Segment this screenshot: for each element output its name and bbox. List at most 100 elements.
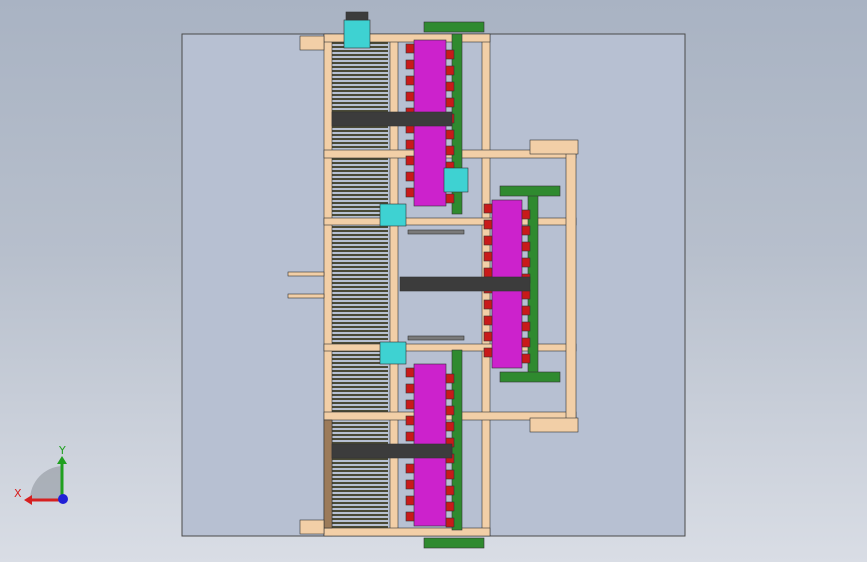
roller-tooth xyxy=(405,479,415,490)
blade xyxy=(332,470,388,472)
roller-tooth xyxy=(445,389,455,400)
blade xyxy=(332,458,388,460)
rail-cap xyxy=(423,21,485,33)
blade xyxy=(332,78,388,80)
roller-tooth xyxy=(405,187,415,198)
roller-tooth xyxy=(483,347,493,358)
blade xyxy=(332,70,388,72)
blade xyxy=(332,442,388,444)
blade xyxy=(332,334,388,336)
blade xyxy=(332,62,388,64)
blade xyxy=(332,494,388,496)
blade xyxy=(332,130,388,132)
blade xyxy=(332,342,388,344)
bearings xyxy=(343,11,469,365)
roller-tooth xyxy=(405,431,415,442)
guide-rails xyxy=(423,21,561,549)
blade xyxy=(332,82,388,84)
roller-tooth xyxy=(445,49,455,60)
blade xyxy=(332,162,388,164)
frame-bracket xyxy=(529,417,579,433)
blade xyxy=(332,142,388,144)
blade xyxy=(332,90,388,92)
blade xyxy=(332,102,388,104)
roller-tooth xyxy=(445,517,455,528)
roller-tooth xyxy=(445,421,455,432)
roller-tooth xyxy=(405,139,415,150)
roller-tooth xyxy=(521,337,531,348)
frame-cross-bottom xyxy=(323,527,491,537)
blade xyxy=(332,242,388,244)
roller-tooth xyxy=(445,145,455,156)
shaft-pin xyxy=(407,335,465,341)
blade xyxy=(332,126,388,128)
blade xyxy=(332,526,388,528)
blade xyxy=(332,514,388,516)
blade xyxy=(332,482,388,484)
blade xyxy=(332,402,388,404)
blade xyxy=(332,274,388,276)
axis-z-dot xyxy=(58,494,68,504)
blade xyxy=(332,498,388,500)
blade xyxy=(332,374,388,376)
blade xyxy=(332,174,388,176)
roller-tooth xyxy=(445,469,455,480)
blade xyxy=(332,510,388,512)
bearing xyxy=(379,341,407,365)
blade xyxy=(332,506,388,508)
blade xyxy=(332,58,388,60)
roller-tooth xyxy=(445,485,455,496)
blade xyxy=(332,178,388,180)
blade xyxy=(332,326,388,328)
blade xyxy=(332,182,388,184)
roller-tooth xyxy=(521,321,531,332)
blade xyxy=(332,366,388,368)
roller-tooth xyxy=(445,405,455,416)
blade xyxy=(332,338,388,340)
blade xyxy=(332,74,388,76)
blade xyxy=(332,390,388,392)
shaft-pin xyxy=(407,229,465,235)
blade xyxy=(332,430,388,432)
triad-plane xyxy=(29,466,63,500)
blade xyxy=(332,194,388,196)
roller-tooth xyxy=(445,65,455,76)
blade xyxy=(332,434,388,436)
blade xyxy=(332,270,388,272)
blade xyxy=(332,170,388,172)
blade xyxy=(332,518,388,520)
blade xyxy=(332,354,388,356)
roller-tooth xyxy=(483,299,493,310)
roller-tooth xyxy=(445,81,455,92)
blade xyxy=(332,146,388,148)
roller-tooth xyxy=(405,399,415,410)
mount-block xyxy=(299,519,325,535)
blade xyxy=(332,106,388,108)
roller-tooth xyxy=(521,209,531,220)
blade xyxy=(332,410,388,412)
blade xyxy=(332,394,388,396)
roller-tooth xyxy=(483,235,493,246)
roller-tooth xyxy=(405,155,415,166)
blade xyxy=(332,198,388,200)
blade xyxy=(332,330,388,332)
blade xyxy=(332,94,388,96)
roller-tooth xyxy=(483,315,493,326)
blade xyxy=(332,386,388,388)
blade xyxy=(332,66,388,68)
rail-cap xyxy=(499,185,561,197)
blade xyxy=(332,110,388,112)
roller-tooth xyxy=(405,43,415,54)
mount-stub xyxy=(287,293,325,299)
blade xyxy=(332,234,388,236)
blade xyxy=(332,262,388,264)
mount-stub xyxy=(287,271,325,277)
roller-tooth xyxy=(483,331,493,342)
blade xyxy=(332,238,388,240)
blade xyxy=(332,166,388,168)
roller-tooth xyxy=(405,463,415,474)
roller-tooth xyxy=(483,251,493,262)
roller-tooth xyxy=(445,97,455,108)
